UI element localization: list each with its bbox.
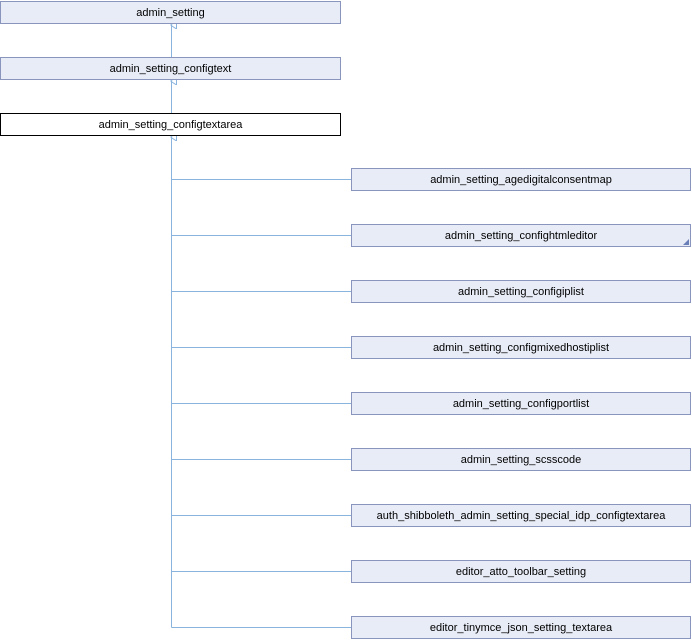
- class-node-admin-setting[interactable]: admin_setting: [0, 1, 341, 24]
- class-node-admin-setting-scsscode[interactable]: admin_setting_scsscode: [351, 448, 691, 471]
- class-node-admin-setting-configiplist[interactable]: admin_setting_configiplist: [351, 280, 691, 303]
- class-node-admin-setting-configportlist[interactable]: admin_setting_configportlist: [351, 392, 691, 415]
- class-node-label: admin_setting_configmixedhostiplist: [432, 341, 610, 354]
- class-node-admin-setting-configtextarea: admin_setting_configtextarea: [0, 113, 341, 136]
- class-node-admin-setting-configmixedhostiplist[interactable]: admin_setting_configmixedhostiplist: [351, 336, 691, 359]
- class-node-label: admin_setting_scsscode: [460, 453, 582, 466]
- class-node-label: admin_setting_configiplist: [458, 285, 584, 298]
- class-node-auth-shibboleth-admin-setting-special-idp-configtextarea[interactable]: auth_shibboleth_admin_setting_special_id…: [351, 504, 691, 527]
- class-node-label: admin_setting_agedigitalconsentmap: [430, 173, 612, 186]
- has-subclasses-icon: [683, 239, 689, 245]
- class-node-label: admin_setting: [136, 6, 205, 19]
- class-node-editor-atto-toolbar-setting[interactable]: editor_atto_toolbar_setting: [351, 560, 691, 583]
- class-node-label: auth_shibboleth_admin_setting_special_id…: [376, 509, 666, 522]
- class-node-label: editor_atto_toolbar_setting: [455, 565, 587, 578]
- class-node-label: admin_setting_confightmleditor: [444, 229, 598, 242]
- class-node-label: admin_setting_configtext: [109, 62, 232, 75]
- class-node-label: editor_tinymce_json_setting_textarea: [429, 621, 613, 634]
- class-node-admin-setting-configtext[interactable]: admin_setting_configtext: [0, 57, 341, 80]
- class-node-label: admin_setting_configtextarea: [98, 118, 243, 131]
- class-node-editor-tinymce-json-setting-textarea[interactable]: editor_tinymce_json_setting_textarea: [351, 616, 691, 639]
- class-node-admin-setting-confightmleditor[interactable]: admin_setting_confightmleditor: [351, 224, 691, 247]
- class-node-admin-setting-agedigitalconsentmap[interactable]: admin_setting_agedigitalconsentmap: [351, 168, 691, 191]
- class-node-label: admin_setting_configportlist: [452, 397, 590, 410]
